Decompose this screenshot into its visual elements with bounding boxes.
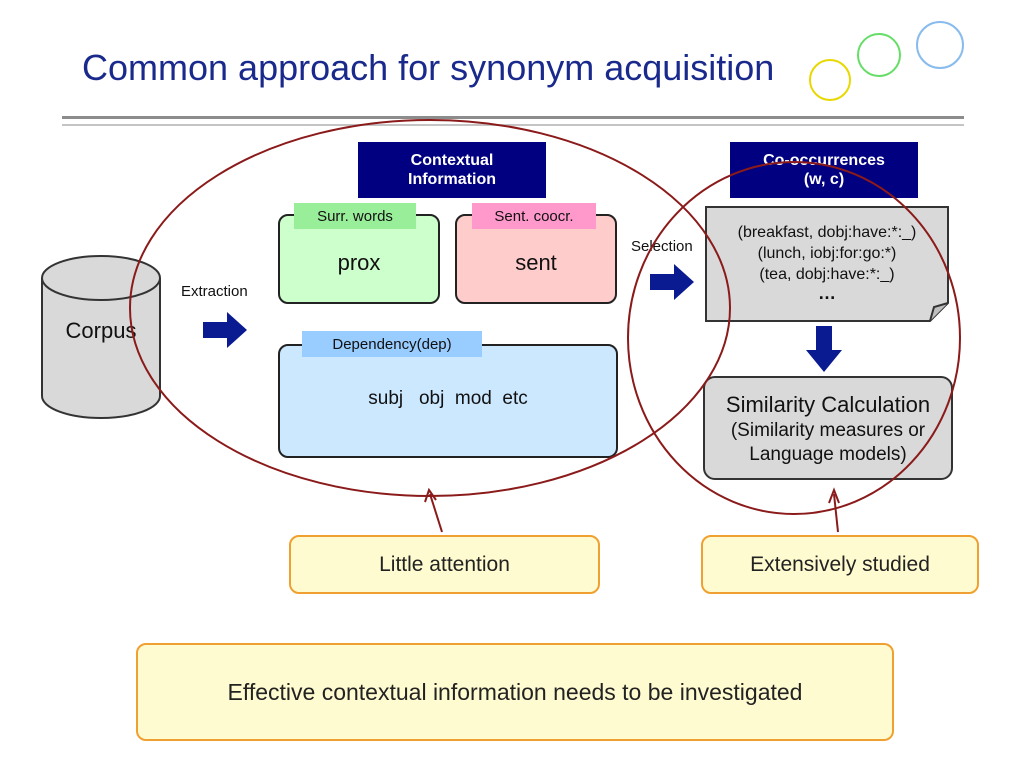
cooccurrence-ellipsis: … — [818, 283, 836, 303]
decorative-circle-blue — [916, 21, 964, 69]
extensively-studied-pointer-head — [828, 487, 840, 504]
little-attention-note: Little attention — [289, 535, 600, 594]
contextual-information-line1: Contextual — [410, 151, 494, 169]
cooccurrence-item: (tea, dobj:have:*:_) — [759, 266, 895, 283]
similarity-calculation-box: Similarity Calculation (Similarity measu… — [703, 376, 953, 480]
slide-title: Common approach for synonym acquisition — [82, 47, 775, 88]
extensively-studied-pointer — [833, 493, 839, 533]
corpus-label: Corpus — [65, 318, 137, 343]
extraction-arrow-icon — [203, 312, 247, 348]
decorative-circle-green — [857, 33, 901, 77]
similarity-detail-line1: (Similarity measures or — [730, 420, 926, 441]
sent-label: sent — [515, 250, 557, 275]
dependency-items: subj obj mod etc — [368, 388, 528, 409]
title-divider-light — [62, 124, 964, 126]
conclusion-note: Effective contextual information needs t… — [136, 643, 894, 741]
prox-label: prox — [337, 250, 381, 275]
extraction-label: Extraction — [181, 283, 248, 300]
down-arrow-icon — [806, 326, 842, 372]
decorative-circle-yellow — [809, 59, 851, 101]
cooccurrences-header: Co-occurrences (w, c) — [730, 142, 918, 198]
similarity-detail-line2: Language models) — [749, 444, 907, 465]
cooccurrences-header-line2: (w, c) — [803, 171, 845, 188]
dependency-tag: Dependency(dep) — [302, 331, 482, 357]
selection-arrow-icon — [650, 264, 694, 300]
cooccurrence-list: (breakfast, dobj:have:*:_) (lunch, iobj:… — [704, 222, 950, 303]
surr-words-tag: Surr. words — [294, 203, 416, 229]
similarity-title: Similarity Calculation — [725, 392, 931, 417]
cooccurrence-item: (breakfast, dobj:have:*:_) — [737, 224, 917, 241]
little-attention-pointer — [429, 493, 443, 533]
selection-label: Selection — [631, 238, 693, 255]
title-divider — [62, 116, 964, 119]
extensively-studied-note: Extensively studied — [701, 535, 979, 594]
dependency-box: subj obj mod etc — [278, 344, 618, 458]
contextual-information-line2: Information — [408, 171, 496, 188]
cooccurrences-header-line1: Co-occurrences — [763, 151, 885, 169]
sent-coocr-tag: Sent. coocr. — [472, 203, 596, 229]
cooccurrence-item: (lunch, iobj:for:go:*) — [757, 245, 897, 262]
little-attention-pointer-head — [424, 487, 437, 503]
contextual-information-header: Contextual Information — [358, 142, 546, 198]
